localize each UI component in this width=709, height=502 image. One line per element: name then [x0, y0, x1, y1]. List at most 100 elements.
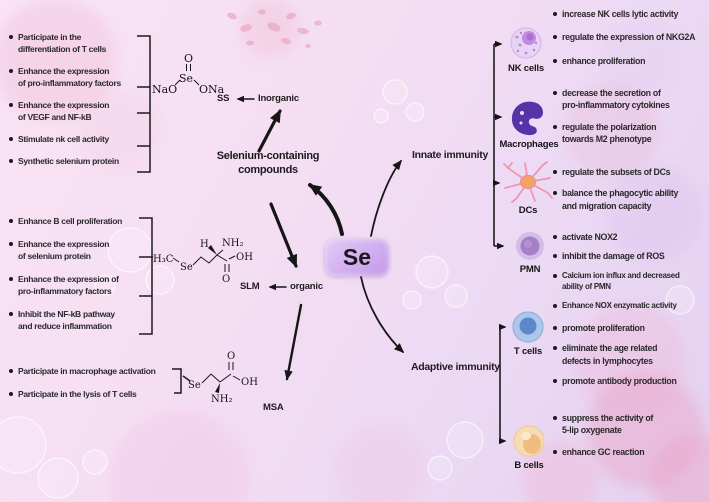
- list-item-text: Enhance the expression of selenium prote…: [18, 239, 110, 262]
- bubble-molecules: [0, 79, 695, 499]
- atom-o: O: [222, 274, 230, 285]
- atom-se: Se: [188, 380, 201, 391]
- list-item-text: Participate in the differentiation of T …: [18, 32, 107, 55]
- list-item: Calcium ion influx and decreased ability…: [552, 270, 680, 293]
- slm-effects-list: Enhance B cell proliferation Enhance the…: [8, 215, 122, 343]
- se-label: Se: [342, 244, 372, 270]
- ss-effects-list: Participate in the differentiation of T …: [8, 31, 121, 178]
- nk-cell-icon: [510, 27, 542, 59]
- pmn-icon: [516, 232, 544, 260]
- list-item: Participate in macrophage activation: [8, 365, 156, 377]
- arrow-se-to-adaptive: [360, 276, 405, 354]
- list-item: regulate the polarization towards M2 phe…: [552, 121, 670, 146]
- list-item-text: enhance proliferation: [562, 55, 646, 66]
- cell-label: Macrophages: [499, 139, 559, 150]
- atom-o: O: [227, 351, 235, 362]
- list-item-text: suppress the activity of 5-lip oxygenate: [562, 413, 654, 436]
- cell-label: DCs: [518, 205, 538, 216]
- list-item: Enhance the expression of pro-inflammato…: [8, 65, 121, 89]
- dc-effects-list: regulate the subsets of DCs balance the …: [552, 166, 678, 221]
- list-item: Enhance the expression of pro-inflammato…: [8, 273, 122, 297]
- bracket-ss-effects: [137, 35, 151, 173]
- list-item-text: Participate in macrophage activation: [18, 366, 156, 376]
- t-cell-group: T cells: [502, 310, 554, 357]
- group-oh: OH: [236, 252, 253, 263]
- arrow-organic-to-msa: [284, 303, 303, 381]
- se-central-node: Se: [325, 239, 389, 276]
- list-item-text: regulate the subsets of DCs: [562, 167, 671, 177]
- msa-abbr-label: MSA: [263, 402, 284, 413]
- pmn-effects-list: activate NOX2 inhibit the damage of ROS …: [552, 231, 680, 318]
- list-item-text: enhance GC reaction: [562, 446, 645, 457]
- list-item: balance the phagocytic ability and migra…: [552, 187, 678, 212]
- list-item-text: Synthetic selenium protein: [18, 156, 119, 167]
- list-item-text: Enhance the expression of pro-inflammato…: [18, 274, 119, 297]
- list-item-text: inhibit the damage of ROS: [562, 251, 665, 262]
- arrow-se-to-innate: [370, 159, 402, 237]
- list-item-text: regulate the polarization towards M2 phe…: [562, 121, 657, 145]
- list-item-text: Inhibit the NF-kB pathway and reduce inf…: [18, 309, 115, 332]
- pink-dot-cluster: [227, 9, 322, 48]
- list-item-text: Stimulate nk cell activity: [18, 134, 109, 145]
- group-h3c: H₃C: [153, 254, 174, 265]
- compounds-label: Selenium-containing compounds: [210, 150, 326, 178]
- selenomethionine-structure: H₃C Se H NH₂ OH O: [153, 238, 253, 285]
- compounds-label-line1: Selenium-containing: [216, 150, 320, 162]
- arrow-se-to-compounds: [308, 183, 344, 236]
- bracket-msa-effects: [172, 368, 191, 394]
- list-item: Stimulate nk cell activity: [8, 133, 121, 145]
- adaptive-immunity-label: Adaptive immunity: [411, 361, 500, 373]
- ss-abbr-label: SS: [217, 93, 230, 104]
- compounds-label-line2: compounds: [238, 163, 298, 176]
- list-item-text: increase NK cells lytic activity: [562, 9, 679, 19]
- list-item-text: eliminate the age related defects in lym…: [562, 343, 658, 366]
- list-item: inhibit the damage of ROS: [552, 250, 680, 262]
- list-item: Participate in the lysis of T cells: [8, 388, 156, 400]
- list-item-text: Enhance the expression of pro-inflammato…: [18, 66, 121, 89]
- list-item: Enhance the expression of selenium prote…: [8, 238, 122, 262]
- list-item: Enhance B cell proliferation: [8, 215, 122, 227]
- list-item-text: decrease the secretion of pro-inflammato…: [562, 88, 670, 111]
- msa-structure: Se O OH NH₂: [188, 351, 258, 405]
- pmn-group: PMN: [508, 230, 552, 275]
- list-item: enhance proliferation: [552, 55, 695, 67]
- atom-o: O: [184, 52, 193, 65]
- list-item: promote proliferation: [552, 322, 677, 334]
- cell-label: B cells: [514, 460, 544, 471]
- list-item: promote antibody production: [552, 375, 677, 387]
- list-item: suppress the activity of 5-lip oxygenate: [552, 412, 653, 437]
- list-item: Inhibit the NF-kB pathway and reduce inf…: [8, 308, 122, 332]
- nk-effects-list: increase NK cells lytic activity regulat…: [552, 8, 695, 78]
- sodium-selenite-structure: O Se NaO ONa: [152, 52, 225, 96]
- list-item-text: promote proliferation: [562, 323, 645, 333]
- list-item: enhance GC reaction: [552, 446, 653, 458]
- cell-label: NK cells: [508, 63, 544, 74]
- innate-immunity-label: Innate immunity: [412, 149, 489, 161]
- list-item: eliminate the age related defects in lym…: [552, 342, 677, 367]
- list-item: increase NK cells lytic activity: [552, 8, 695, 20]
- arrow-compounds-to-organic: [269, 202, 298, 268]
- group-nh2: NH₂: [211, 394, 232, 405]
- group-oh: OH: [241, 377, 258, 388]
- nk-cell-group: NK cells: [500, 25, 552, 74]
- dendritic-cell-icon: [503, 161, 553, 203]
- bracket-adaptive-cells: [499, 323, 507, 445]
- list-item-text: Enhance the expression of VEGF and NF-kB: [18, 100, 110, 123]
- list-item: decrease the secretion of pro-inflammato…: [552, 87, 670, 112]
- dendritic-cell-group: DCs: [502, 161, 554, 216]
- list-item-text: Enhance NOX enzymatic activity: [562, 300, 677, 310]
- atom-nao: NaO: [152, 83, 177, 96]
- list-item-text: activate NOX2: [562, 232, 618, 242]
- t-cell-icon: [512, 311, 544, 343]
- atom-h: H: [200, 239, 209, 250]
- organic-label: organic: [290, 281, 323, 292]
- atom-se: Se: [180, 262, 193, 273]
- group-nh2: NH₂: [222, 238, 243, 249]
- list-item: Enhance the expression of VEGF and NF-kB: [8, 99, 121, 123]
- macrophage-icon: [511, 101, 543, 136]
- b-cell-icon: [513, 425, 545, 457]
- list-item-text: regulate the expression of NKG2A: [562, 32, 696, 43]
- list-item-text: Participate in the lysis of T cells: [18, 389, 137, 400]
